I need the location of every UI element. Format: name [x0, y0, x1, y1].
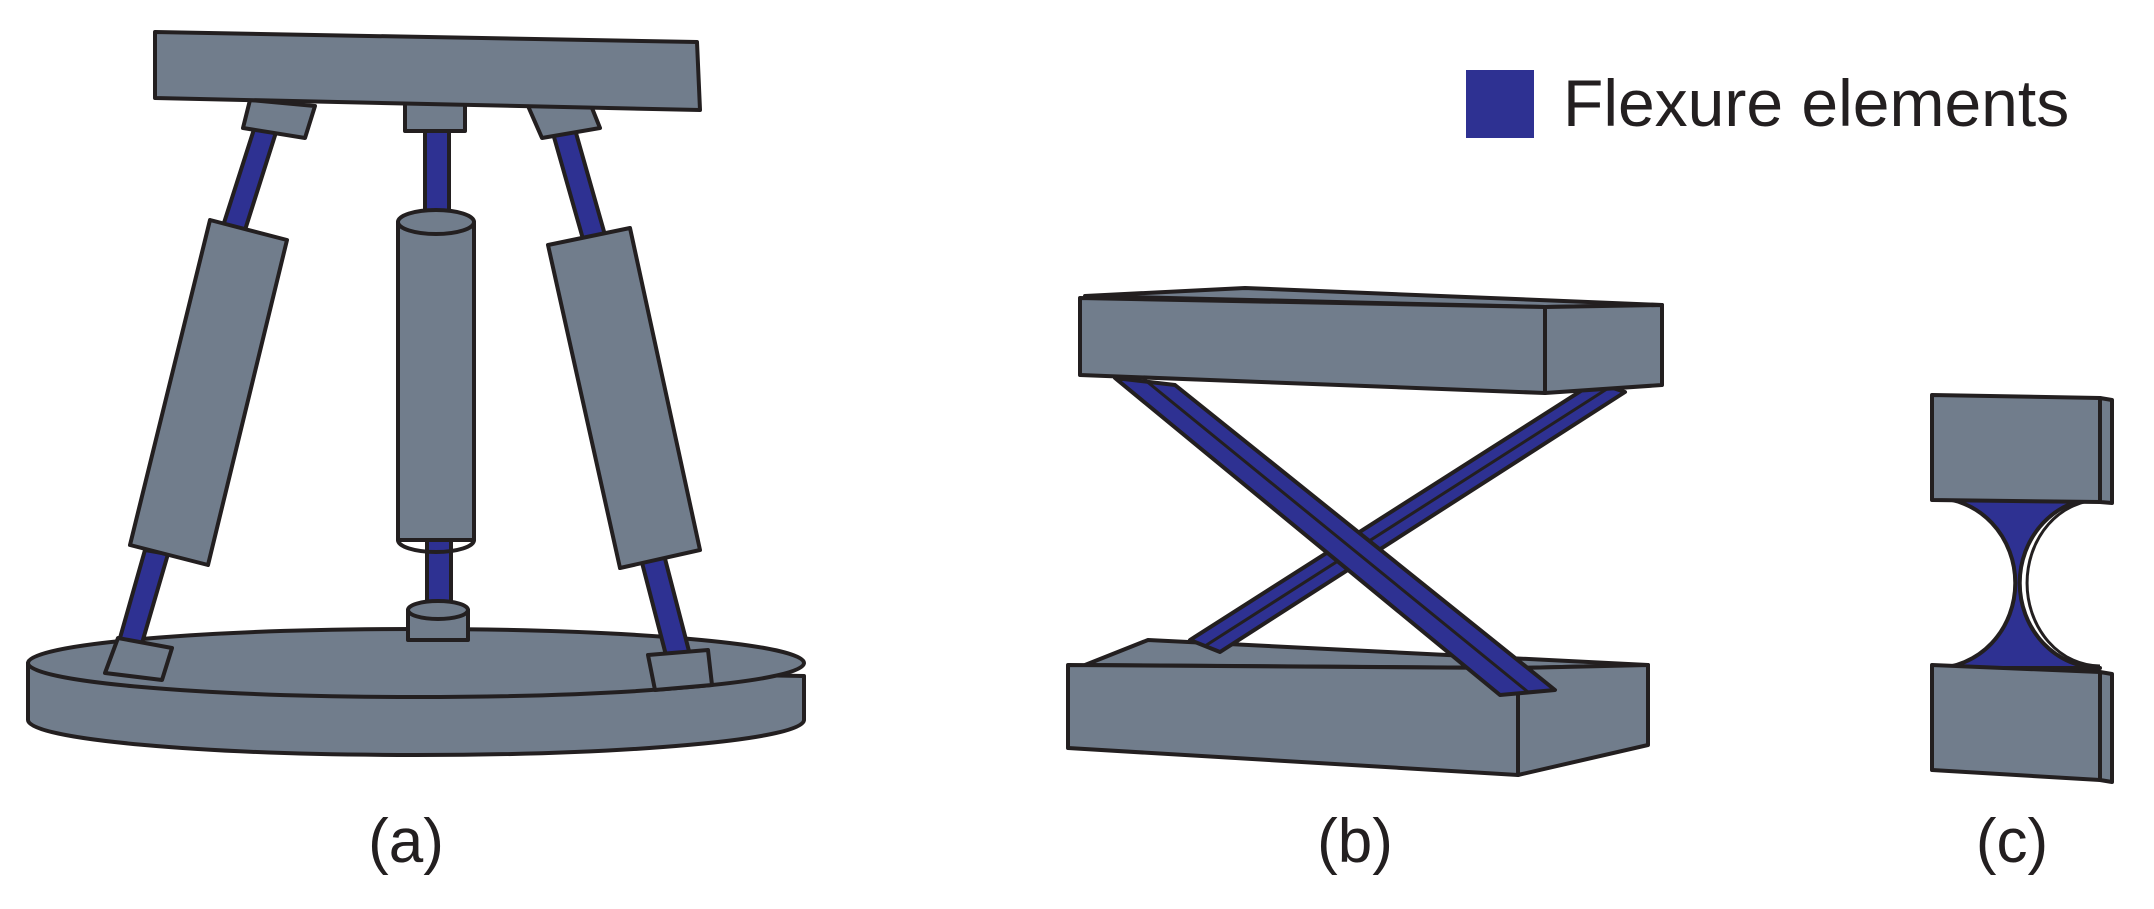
cross-flexure-front: [1113, 376, 1557, 697]
panel-c-notch-hinge: [1930, 393, 2114, 784]
cross-top-block: [1078, 286, 1664, 395]
caption-a: (a): [368, 807, 444, 876]
cross-flexure-back: [1188, 380, 1627, 654]
leg-left-flexure-lower: [116, 548, 170, 652]
notch-lower-block: [1930, 663, 2114, 784]
legend-swatch: [1466, 70, 1534, 138]
hexapod-leg-right: [526, 101, 714, 692]
panel-a-hexapod: [26, 30, 806, 757]
leg-center-cylinder-bottom: [396, 539, 476, 554]
caption-c: (c): [1976, 807, 2048, 876]
caption-b: (b): [1317, 807, 1393, 876]
notch-flexure: [1933, 496, 2102, 670]
leg-left-cylinder: [128, 218, 289, 567]
cross-bottom-block: [1066, 638, 1650, 777]
leg-left-top-joint: [241, 98, 317, 140]
leg-left-bottom-joint: [103, 636, 174, 682]
legend: Flexure elements: [1466, 66, 2069, 140]
hexapod-leg-left: [103, 98, 317, 682]
notch-upper-block: [1930, 393, 2114, 505]
leg-right-flexure-upper: [550, 124, 607, 241]
leg-left-flexure-upper: [221, 121, 280, 232]
leg-center-bottom-joint-cap: [406, 599, 470, 621]
leg-right-bottom-joint: [646, 648, 714, 692]
leg-center-cylinder: [396, 220, 476, 542]
leg-center-cylinder-top: [396, 208, 476, 236]
legend-label: Flexure elements: [1563, 66, 2069, 140]
hexapod-leg-center: [396, 101, 476, 642]
leg-center-top-joint: [403, 101, 467, 133]
leg-right-cylinder: [546, 226, 702, 570]
hexapod-top-platform: [153, 30, 702, 112]
panel-b-cross-flexure: [1066, 286, 1664, 777]
